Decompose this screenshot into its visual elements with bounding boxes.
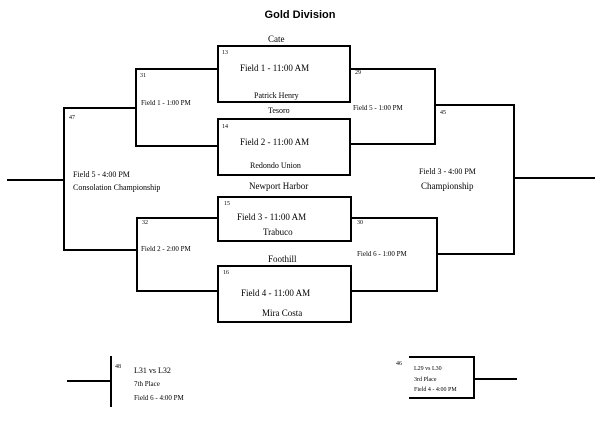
game-14-slot: Field 2 - 11:00 AM [240, 137, 310, 147]
bracket-29 [349, 68, 436, 145]
game-14-number: 14 [222, 124, 228, 130]
game-48-number: 48 [115, 364, 121, 370]
game-32-slot: Field 2 - 2:00 PM [141, 245, 191, 253]
game-46-slot: Field 4 - 4:00 PM [414, 387, 457, 393]
game-48-label: 7th Place [134, 380, 160, 388]
game-16-slot: Field 4 - 11:00 AM [241, 288, 311, 298]
game-48-slot: Field 6 - 4:00 PM [134, 394, 184, 402]
game-30-slot: Field 6 - 1:00 PM [357, 250, 407, 258]
game-29-number: 29 [355, 70, 361, 76]
game-31-number: 31 [140, 73, 146, 79]
game-47-number: 47 [69, 115, 75, 121]
game-16-number: 16 [223, 270, 229, 276]
bracket-32 [136, 217, 219, 292]
game-47-slot: Field 5 - 4:00 PM [73, 170, 130, 179]
game-13-top-team: Cate [268, 34, 285, 44]
game-13-slot: Field 1 - 11:00 AM [240, 63, 310, 73]
game-15-number: 15 [224, 201, 230, 207]
game-15-top-team: Newport Harbor [249, 181, 309, 191]
game-13-bottom-team: Patrick Henry [254, 91, 299, 100]
game-16-box [217, 265, 352, 323]
game-46-matchup: L29 vs L30 [414, 366, 442, 372]
bracket-31 [135, 68, 219, 147]
game-45-number: 45 [440, 110, 446, 116]
game-45-slot: Field 3 - 4:00 PM [419, 167, 476, 176]
game-47-label: Consolation Championship [73, 183, 161, 192]
game-31-slot: Field 1 - 1:00 PM [141, 99, 191, 107]
game-13-box [217, 45, 351, 103]
game-15-slot: Field 3 - 11:00 AM [237, 212, 307, 222]
game-16-bottom-team: Mira Costa [262, 308, 303, 318]
game-30-number: 30 [357, 220, 363, 226]
game-13-number: 13 [222, 50, 228, 56]
bracket-46 [409, 356, 475, 399]
game-14-top-team: Tesoro [268, 106, 290, 115]
game-29-slot: Field 5 - 1:00 PM [353, 104, 403, 112]
game-32-number: 32 [142, 220, 148, 226]
game-46-number: 46 [396, 361, 402, 367]
bracket-47 [63, 107, 138, 251]
game-15-bottom-team: Trabuco [263, 227, 293, 237]
game-45-label: Championship [421, 181, 474, 191]
division-title: Gold Division [264, 9, 336, 21]
game-14-bottom-team: Redondo Union [250, 161, 301, 170]
game-16-top-team: Foothill [268, 254, 297, 264]
game-48-matchup: L31 vs L32 [134, 366, 171, 375]
game-46-label: 3rd Place [414, 377, 437, 383]
bracket-45 [434, 104, 515, 255]
